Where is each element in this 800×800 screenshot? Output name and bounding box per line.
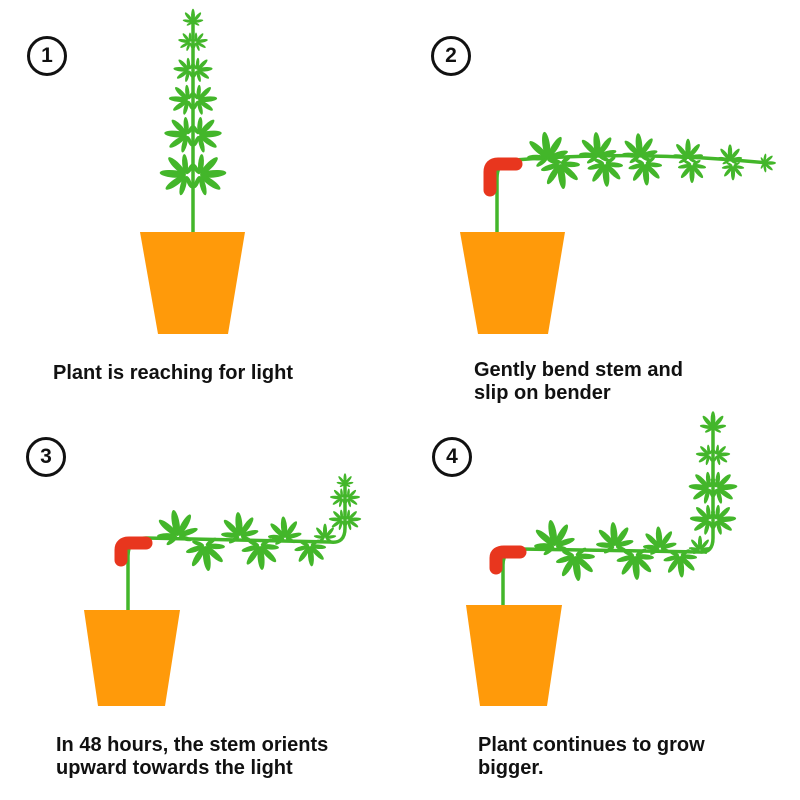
caption-line: Gently bend stem and	[474, 359, 683, 381]
stem-bender-icon	[483, 157, 523, 197]
step-2-illustration	[460, 128, 776, 334]
step-2-number-badge: 2	[431, 36, 471, 76]
flower-pot-icon	[140, 232, 245, 334]
step-1-caption: Plant is reaching for light	[53, 362, 293, 385]
flower-pot-icon	[84, 610, 180, 706]
flower-pot-icon	[466, 605, 562, 706]
caption-line: upward towards the light	[56, 757, 293, 779]
stem-bender-icon	[489, 545, 527, 575]
step-4-number-badge: 4	[432, 437, 472, 477]
step-4-caption: Plant continues to grow bigger.	[478, 734, 705, 780]
stem-bender-icon	[114, 536, 153, 567]
flower-pot-icon	[460, 232, 565, 334]
caption-line: Plant continues to grow	[478, 734, 705, 756]
caption-line: In 48 hours, the stem orients	[56, 734, 329, 756]
step-1-illustration	[140, 8, 245, 334]
step-3-illustration	[84, 473, 363, 706]
step-2-caption: Gently bend stem and slip on bender	[474, 359, 683, 405]
caption-line: bigger.	[478, 757, 544, 779]
caption-line: Plant is reaching for light	[53, 362, 294, 384]
step-3-number-badge: 3	[26, 437, 66, 477]
step-3-caption: In 48 hours, the stem orients upward tow…	[56, 734, 328, 780]
step-4-illustration	[466, 411, 739, 706]
caption-line: slip on bender	[474, 382, 611, 404]
step-1-number-badge: 1	[27, 36, 67, 76]
